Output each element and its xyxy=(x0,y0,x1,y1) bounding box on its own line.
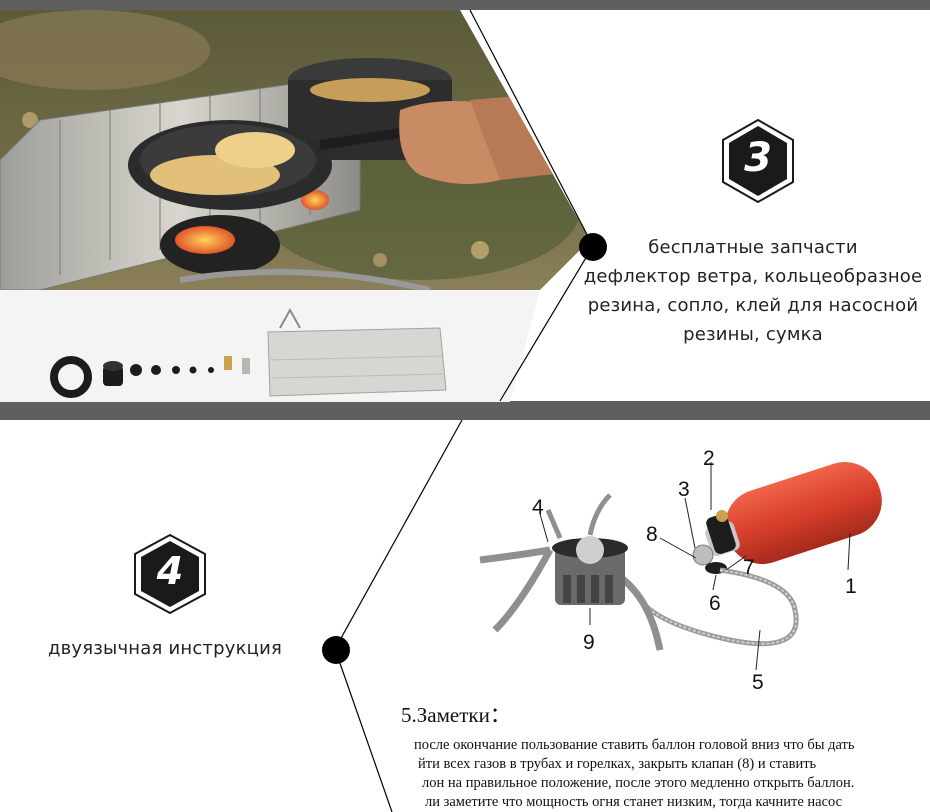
part-label-4: 4 xyxy=(532,496,544,519)
part-label-2: 2 xyxy=(703,447,715,470)
notes-title: 5.Заметки： xyxy=(401,703,511,727)
top-band xyxy=(0,0,930,10)
part-label-3: 3 xyxy=(678,478,690,501)
caption-3-line-3: резина, сопло, клей для насосной xyxy=(587,295,919,316)
bullet-dot-3 xyxy=(579,233,607,261)
caption-4: двуязычная инструкция xyxy=(47,638,283,659)
notes-line-3: лон на правильное положение, после этого… xyxy=(422,775,855,791)
hexagon-badge-icon xyxy=(134,533,206,615)
part-label-7: 7 xyxy=(743,556,755,579)
caption-3-line-4: резины, сумка xyxy=(683,324,823,345)
badge-3-number: 3 xyxy=(744,135,772,181)
part-label-1: 1 xyxy=(845,575,857,598)
camping-stove-photo xyxy=(0,10,590,402)
part-label-5: 5 xyxy=(752,671,764,694)
notes-line-1: после окончание пользование ставить балл… xyxy=(414,737,855,753)
badge-4: 4 xyxy=(134,533,206,615)
bullet-dot-4 xyxy=(322,636,350,664)
notes-line-2: йти всех газов в трубах и горелках, закр… xyxy=(418,756,817,772)
caption-3-line-2: дефлектор ветра, кольцеобразное xyxy=(583,266,923,287)
badge-3: 3 xyxy=(722,118,794,204)
caption-3: бесплатные запчасти дефлектор ветра, кол… xyxy=(578,233,928,349)
part-label-9: 9 xyxy=(583,631,595,654)
part-label-6: 6 xyxy=(709,592,721,615)
part-label-8: 8 xyxy=(646,523,658,546)
hexagon-badge-icon xyxy=(722,118,794,204)
stove-diagram: 1 2 3 4 5 6 7 8 9 xyxy=(479,447,882,694)
badge-4-number: 4 xyxy=(156,549,184,593)
caption-3-line-1: бесплатные запчасти xyxy=(648,237,858,258)
notes-line-4: ли заметите что мощность огня станет низ… xyxy=(425,794,843,810)
middle-band xyxy=(0,401,930,420)
